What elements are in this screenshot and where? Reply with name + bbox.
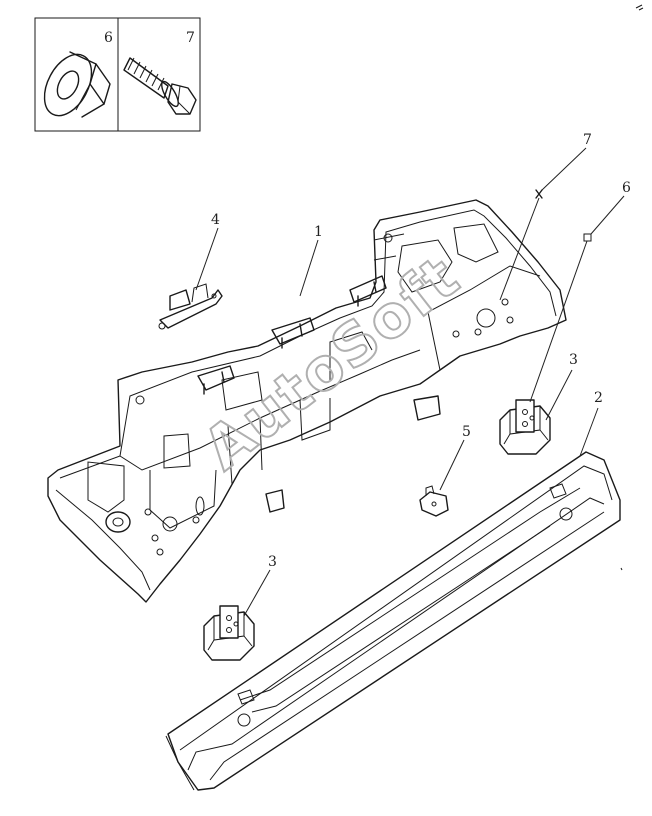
mount-block-right	[499, 399, 551, 455]
side-rail	[165, 451, 621, 791]
callout-mount-left: 3	[268, 554, 277, 570]
clip-upper	[158, 283, 223, 330]
callout-nut: 6	[622, 180, 631, 196]
callout-panel: 1	[314, 224, 323, 240]
callout-mount-right: 3	[569, 352, 578, 368]
mount-block-left	[203, 605, 255, 661]
floor-panel	[47, 199, 567, 603]
bolt-marker-icon	[535, 189, 543, 199]
callout-rail: 2	[594, 390, 603, 406]
scan-dot	[620, 567, 623, 571]
fastener-inset: 6 7	[34, 17, 201, 132]
leader-lines	[195, 147, 625, 617]
panel-brackets	[197, 275, 441, 513]
inset-number-nut: 6	[104, 30, 113, 46]
scan-mark	[635, 4, 644, 11]
flange-bolt-icon	[123, 57, 197, 115]
nut-marker-icon	[583, 233, 592, 242]
callout-bolt: 7	[583, 132, 592, 148]
callout-clip-lower: 5	[462, 424, 471, 440]
inset-number-bolt: 7	[186, 30, 195, 46]
flange-nut-icon	[43, 51, 111, 118]
callout-clip-upper: 4	[211, 212, 220, 228]
clip-lower	[419, 485, 449, 517]
